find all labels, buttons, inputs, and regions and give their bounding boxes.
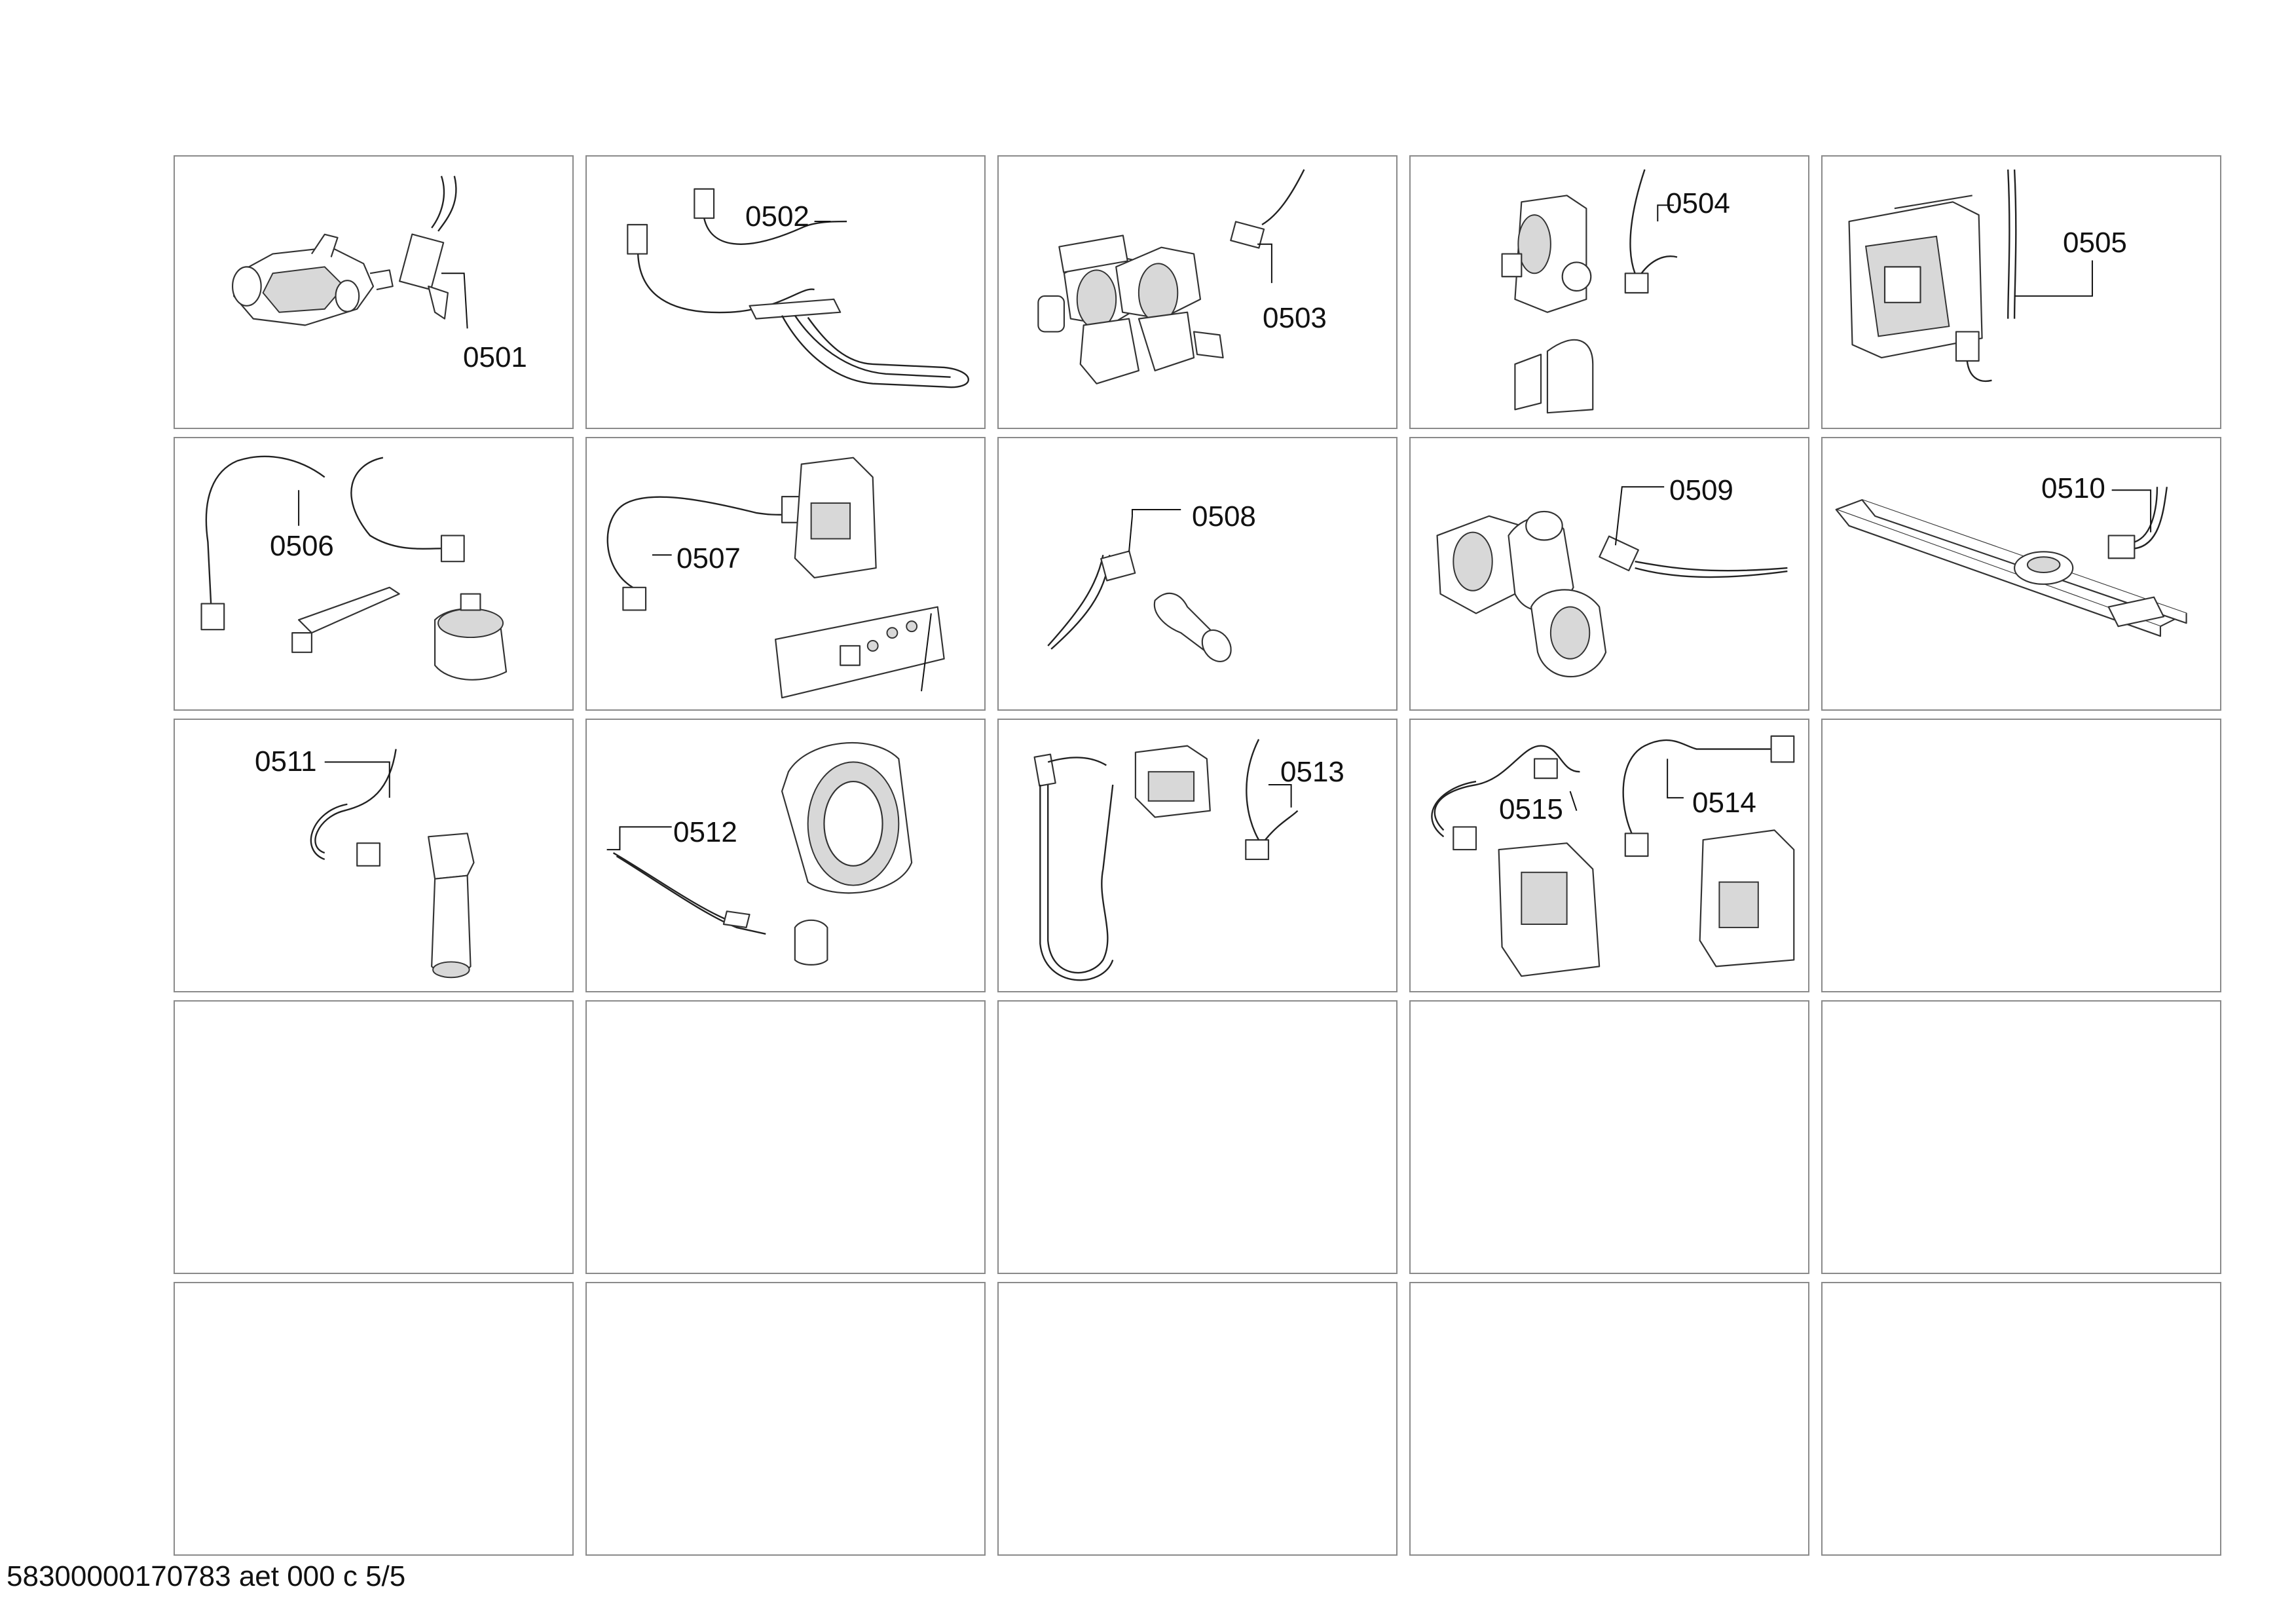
empty-cell: [1821, 1000, 2221, 1274]
part-label-0510: 0510: [2041, 472, 2105, 504]
part-cell-0512: 0512: [585, 719, 986, 992]
part-label-0511: 0511: [255, 745, 317, 778]
part-label-0503: 0503: [1263, 302, 1327, 334]
document-footer: 58300000170783 aet 000 c 5/5: [7, 1560, 406, 1592]
part-cell-0501: 0501: [174, 155, 574, 429]
part-label-0505: 0505: [2063, 227, 2127, 259]
heater-icon: [627, 188, 969, 388]
module-icon: [1848, 169, 2093, 383]
control-board-icon: [606, 457, 945, 699]
part-cell-0515-0514: 0515 0514: [1409, 719, 1809, 992]
part-label-0506: 0506: [270, 530, 334, 562]
harness-icon: [1835, 487, 2187, 637]
part-cell-0508: 0508: [997, 437, 1398, 711]
part-label-0508: 0508: [1192, 500, 1256, 533]
pressure-switch-icon: [200, 455, 508, 681]
tub-icon: [606, 741, 913, 966]
part-label-0512: 0512: [673, 816, 737, 848]
control-board-icon: [1431, 735, 1795, 977]
empty-cell: [585, 1000, 986, 1274]
part-cell-0511: 0511: [174, 719, 574, 992]
empty-cell: [1821, 1282, 2221, 1556]
part-cell-0503: 0503: [997, 155, 1398, 429]
part-label-0515: 0515: [1499, 793, 1563, 825]
empty-cell: [1409, 1000, 1809, 1274]
part-cell-0506: 0506: [174, 437, 574, 711]
part-label-0507: 0507: [676, 542, 741, 574]
part-cell-0510: 0510: [1821, 437, 2221, 711]
part-cell-0505: 0505: [1821, 155, 2221, 429]
pump-icon: [1436, 486, 1788, 678]
part-cell-0507: 0507: [585, 437, 986, 711]
hose-icon: [1033, 739, 1299, 981]
empty-cell: [997, 1000, 1398, 1274]
part-label-0514: 0514: [1692, 787, 1756, 819]
part-label-0501: 0501: [463, 341, 527, 373]
part-label-0504: 0504: [1666, 187, 1730, 219]
valve-icon: [1037, 169, 1305, 385]
part-cell-0513: 0513: [997, 719, 1398, 992]
part-cell-0502: 0502: [585, 155, 986, 429]
part-cell-0509: 0509: [1409, 437, 1809, 711]
sensor-icon: [1047, 508, 1232, 662]
empty-cell: [174, 1000, 574, 1274]
part-cell-0504: 0504: [1409, 155, 1809, 429]
part-label-0509: 0509: [1669, 474, 1733, 506]
empty-cell: [997, 1282, 1398, 1556]
empty-cell: [174, 1282, 574, 1556]
sensor-icon: [310, 749, 475, 979]
empty-cell: [585, 1282, 986, 1556]
empty-cell: [1409, 1282, 1809, 1556]
empty-cell: [1821, 719, 2221, 992]
part-label-0513: 0513: [1280, 756, 1344, 788]
motor-icon: [231, 176, 468, 329]
part-label-0502: 0502: [745, 200, 809, 233]
valve-icon: [1501, 169, 1678, 414]
